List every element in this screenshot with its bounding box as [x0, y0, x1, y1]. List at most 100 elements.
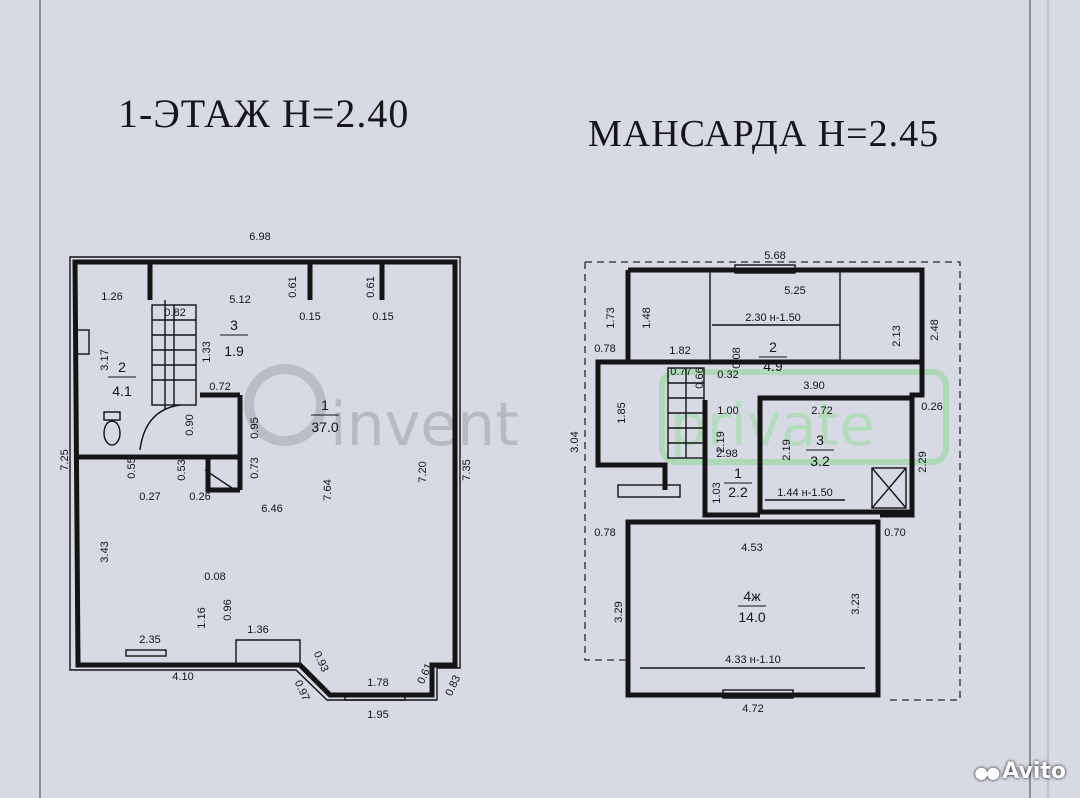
floor1-dimension: 0.61 — [287, 276, 299, 297]
attic-dimension: 0.77 — [670, 366, 691, 378]
toilet-tank-icon — [103, 411, 121, 421]
floor1-dimension: 1.26 — [101, 291, 122, 303]
attic-dimension: 4.33 н-1.10 — [725, 654, 781, 666]
floor1-window-bay — [344, 693, 406, 701]
attic-room1-wall — [702, 400, 760, 518]
attic-stairs — [667, 367, 705, 459]
attic-dimension: 0.66 — [694, 367, 706, 388]
floor1-room-number: 3 — [230, 317, 238, 333]
floor1-window-bottom — [125, 649, 167, 657]
floor1-dimension: 7.25 — [59, 449, 71, 470]
floor1-dimension: 7.35 — [461, 459, 473, 480]
watermark: invent private — [244, 364, 949, 465]
attic-skylight — [617, 484, 681, 498]
floor1-dimension: 1.78 — [367, 677, 388, 689]
floor1-dimension: 0.26 — [189, 491, 210, 503]
floor1-door-swing-2 — [204, 469, 236, 491]
attic-dimension: 1.00 — [717, 405, 738, 417]
attic-room-number: 1 — [734, 465, 742, 481]
watermark-logo-icon — [244, 364, 326, 446]
attic-dimension: 0.70 — [884, 527, 905, 539]
watermark-badge-text: private — [670, 391, 875, 459]
floor1-dimension: 0.83 — [443, 673, 463, 697]
floor1-outer-wall — [72, 259, 458, 698]
watermark-badge — [659, 369, 949, 465]
avito-dots-icon: ●● — [974, 763, 1000, 782]
floor1-dimension: 0.27 — [139, 491, 160, 503]
attic-dimension: 1.44 н-1.50 — [777, 487, 833, 499]
toilet-icon — [103, 420, 121, 446]
attic-outer-wall-top — [628, 267, 925, 518]
attic-dimension: 0.78 — [594, 343, 615, 355]
floor1-dimension: 6.98 — [249, 231, 270, 243]
attic-room-area: 3.2 — [810, 453, 830, 469]
attic-dimension: 1.48 — [641, 307, 653, 328]
floor1-dimension: 4.10 — [172, 671, 193, 683]
floor1-dimension: 0.61 — [365, 276, 377, 297]
avito-logo: ●●Avito — [974, 759, 1066, 784]
attic-room-area: 4.9 — [763, 358, 783, 374]
attic-window-top — [734, 264, 796, 274]
chimney-icon — [871, 467, 907, 509]
floor1-dimension: 1.16 — [196, 607, 208, 628]
attic-room-number: 2 — [769, 339, 777, 355]
watermark-text: invent — [330, 390, 519, 460]
floor1-dimension: 6.46 — [261, 503, 282, 515]
attic-window-bottom — [722, 689, 794, 699]
floor1-room-area: 1.9 — [224, 343, 244, 359]
floor1-dimension: 1.33 — [201, 341, 213, 362]
floor1-porch — [235, 639, 301, 666]
floor1-dimension: 0.15 — [299, 311, 320, 323]
floor1-dimension: 3.17 — [99, 349, 111, 370]
floor1-dimension: 0.95 — [249, 417, 261, 438]
attic-dimension: 4.72 — [742, 703, 763, 715]
attic-dimension: 3.04 — [569, 431, 581, 452]
floor1-stairs — [151, 300, 197, 410]
attic-dimension: 0.32 — [717, 369, 738, 381]
floor1-window-side — [74, 329, 90, 355]
floor1-dimension: 0.55 — [126, 457, 138, 478]
attic-room-area: 14.0 — [738, 609, 765, 625]
floor1-dimension: 0.90 — [184, 414, 196, 435]
floor1-room-number: 2 — [118, 359, 126, 375]
attic-roofline-left — [584, 262, 630, 661]
floor1-dimension: 3.43 — [99, 541, 111, 562]
floor1-dimension: 0.72 — [209, 381, 230, 393]
floor1-wall-g — [205, 457, 240, 493]
attic-title: МАНСАРДА H=2.45 — [588, 113, 940, 155]
attic-room3-wall — [757, 395, 915, 515]
attic-dimension: 5.25 — [784, 285, 805, 297]
attic-dimension: 2.98 — [716, 448, 737, 460]
attic-dimension: 1.82 — [669, 345, 690, 357]
attic-dimension: 3.23 — [850, 593, 862, 614]
floor1-room-area: 4.1 — [112, 383, 132, 399]
floor1-dimension: 5.12 — [229, 294, 250, 306]
attic-dimension: 0.08 — [731, 347, 743, 368]
floor1-room-number: 1 — [321, 397, 329, 413]
attic-outer-wall-left — [595, 270, 668, 490]
attic-dimension: 2.19 — [715, 431, 727, 452]
attic-dimension: 1.73 — [605, 307, 617, 328]
attic-living-room-wall — [625, 519, 881, 698]
attic-dimension: 1.03 — [711, 482, 723, 503]
attic-roofline — [585, 261, 961, 701]
attic-dimension: 2.13 — [891, 325, 903, 346]
floor1-door-swing-1 — [139, 404, 181, 451]
attic-room-area: 2.2 — [728, 484, 748, 500]
floor1-dimension: 7.20 — [417, 461, 429, 482]
attic-room-number: 4ж — [743, 588, 761, 604]
attic-dimension: 5.68 — [764, 250, 785, 262]
floor1-dimension: 0.73 — [249, 457, 261, 478]
attic-dimension: 0.26 — [921, 401, 942, 413]
attic-dimension: 3.29 — [613, 601, 625, 622]
floor1-dimension: 1.36 — [247, 624, 268, 636]
attic-dimension: 2.19 — [781, 439, 793, 460]
chimney-cross-2 — [871, 467, 907, 509]
floor1-dimension: 0.08 — [204, 571, 225, 583]
avito-brand: Avito — [1002, 759, 1066, 784]
floor1-dimension: 0.82 — [164, 307, 185, 319]
floor1-dimension: 0.53 — [176, 459, 188, 480]
